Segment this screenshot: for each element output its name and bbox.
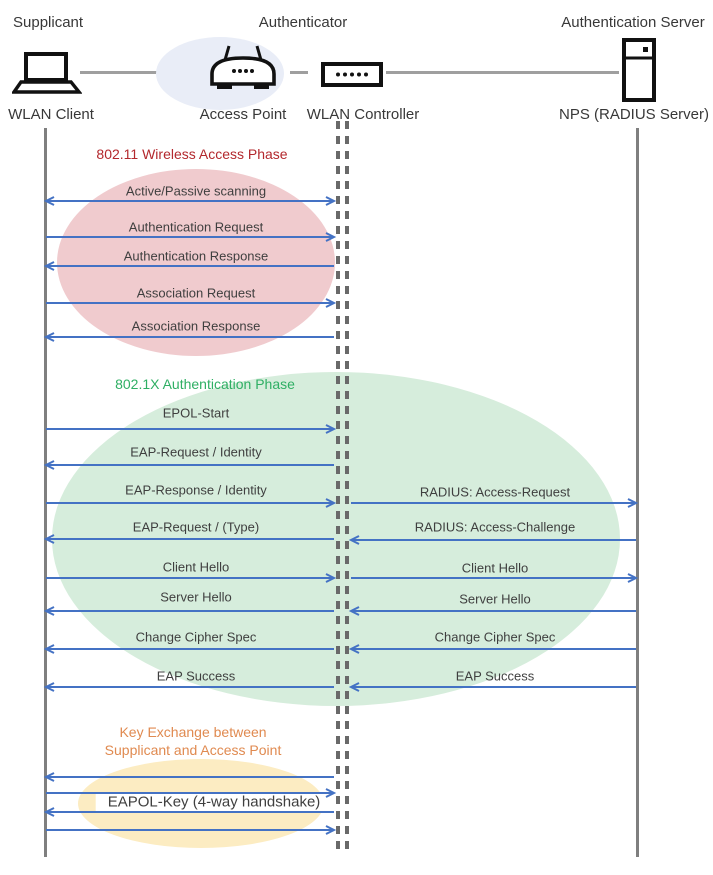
message-label: Change Cipher Spec [434, 629, 556, 645]
connector-ap-controller [290, 71, 308, 74]
message-label: Association Request [136, 285, 256, 301]
message-label: Change Cipher Spec [135, 629, 257, 645]
device-label-access-point: Access Point [199, 106, 287, 123]
lifeline-wlan-controller-left [336, 121, 340, 855]
message-label: Active/Passive scanning [125, 183, 267, 199]
server-icon [622, 38, 656, 102]
phase1-title: 802.11 Wireless Access Phase [96, 146, 288, 162]
message-label: RADIUS: Access-Challenge [414, 519, 576, 535]
message-label: EAPOL-Key (4-way handshake) [95, 792, 333, 812]
phase3-title: Key Exchange between Supplicant and Acce… [104, 724, 282, 758]
message-label: Association Response [131, 318, 261, 334]
message-label: Server Hello [160, 589, 232, 605]
message-label: EAP Success [455, 668, 535, 684]
message-label: EPOL-Start [162, 405, 230, 421]
message-label: EAP-Response / Identity [125, 482, 267, 498]
message-label: Client Hello [162, 559, 230, 575]
lifeline-radius-server [636, 128, 639, 857]
device-label-wlan-client: WLAN Client [8, 106, 94, 123]
role-authentication-server: Authentication Server [561, 14, 705, 31]
lifeline-wlan-controller-right [345, 121, 349, 855]
connector-controller-server [386, 71, 619, 74]
device-label-radius-server: NPS (RADIUS Server) [558, 106, 710, 123]
message-label: Authentication Response [123, 248, 269, 264]
message-label: Client Hello [461, 560, 529, 576]
message-label: EAP-Request / (Type) [132, 519, 260, 535]
message-label: Server Hello [459, 591, 531, 607]
lifeline-wlan-client [44, 128, 47, 857]
role-supplicant: Supplicant [13, 14, 84, 31]
message-label: EAP Success [156, 668, 236, 684]
message-label: RADIUS: Access-Request [419, 484, 571, 500]
laptop-icon [12, 52, 82, 94]
message-label: EAP-Request / Identity [130, 444, 262, 460]
controller-icon [321, 62, 383, 87]
phase2-title: 802.1X Authentication Phase [115, 376, 295, 392]
message-label: Authentication Request [128, 219, 264, 235]
role-authenticator: Authenticator [258, 14, 348, 31]
access-point-icon [210, 45, 276, 89]
connector-client-ap [80, 71, 206, 74]
device-label-wlan-controller: WLAN Controller [306, 106, 420, 123]
